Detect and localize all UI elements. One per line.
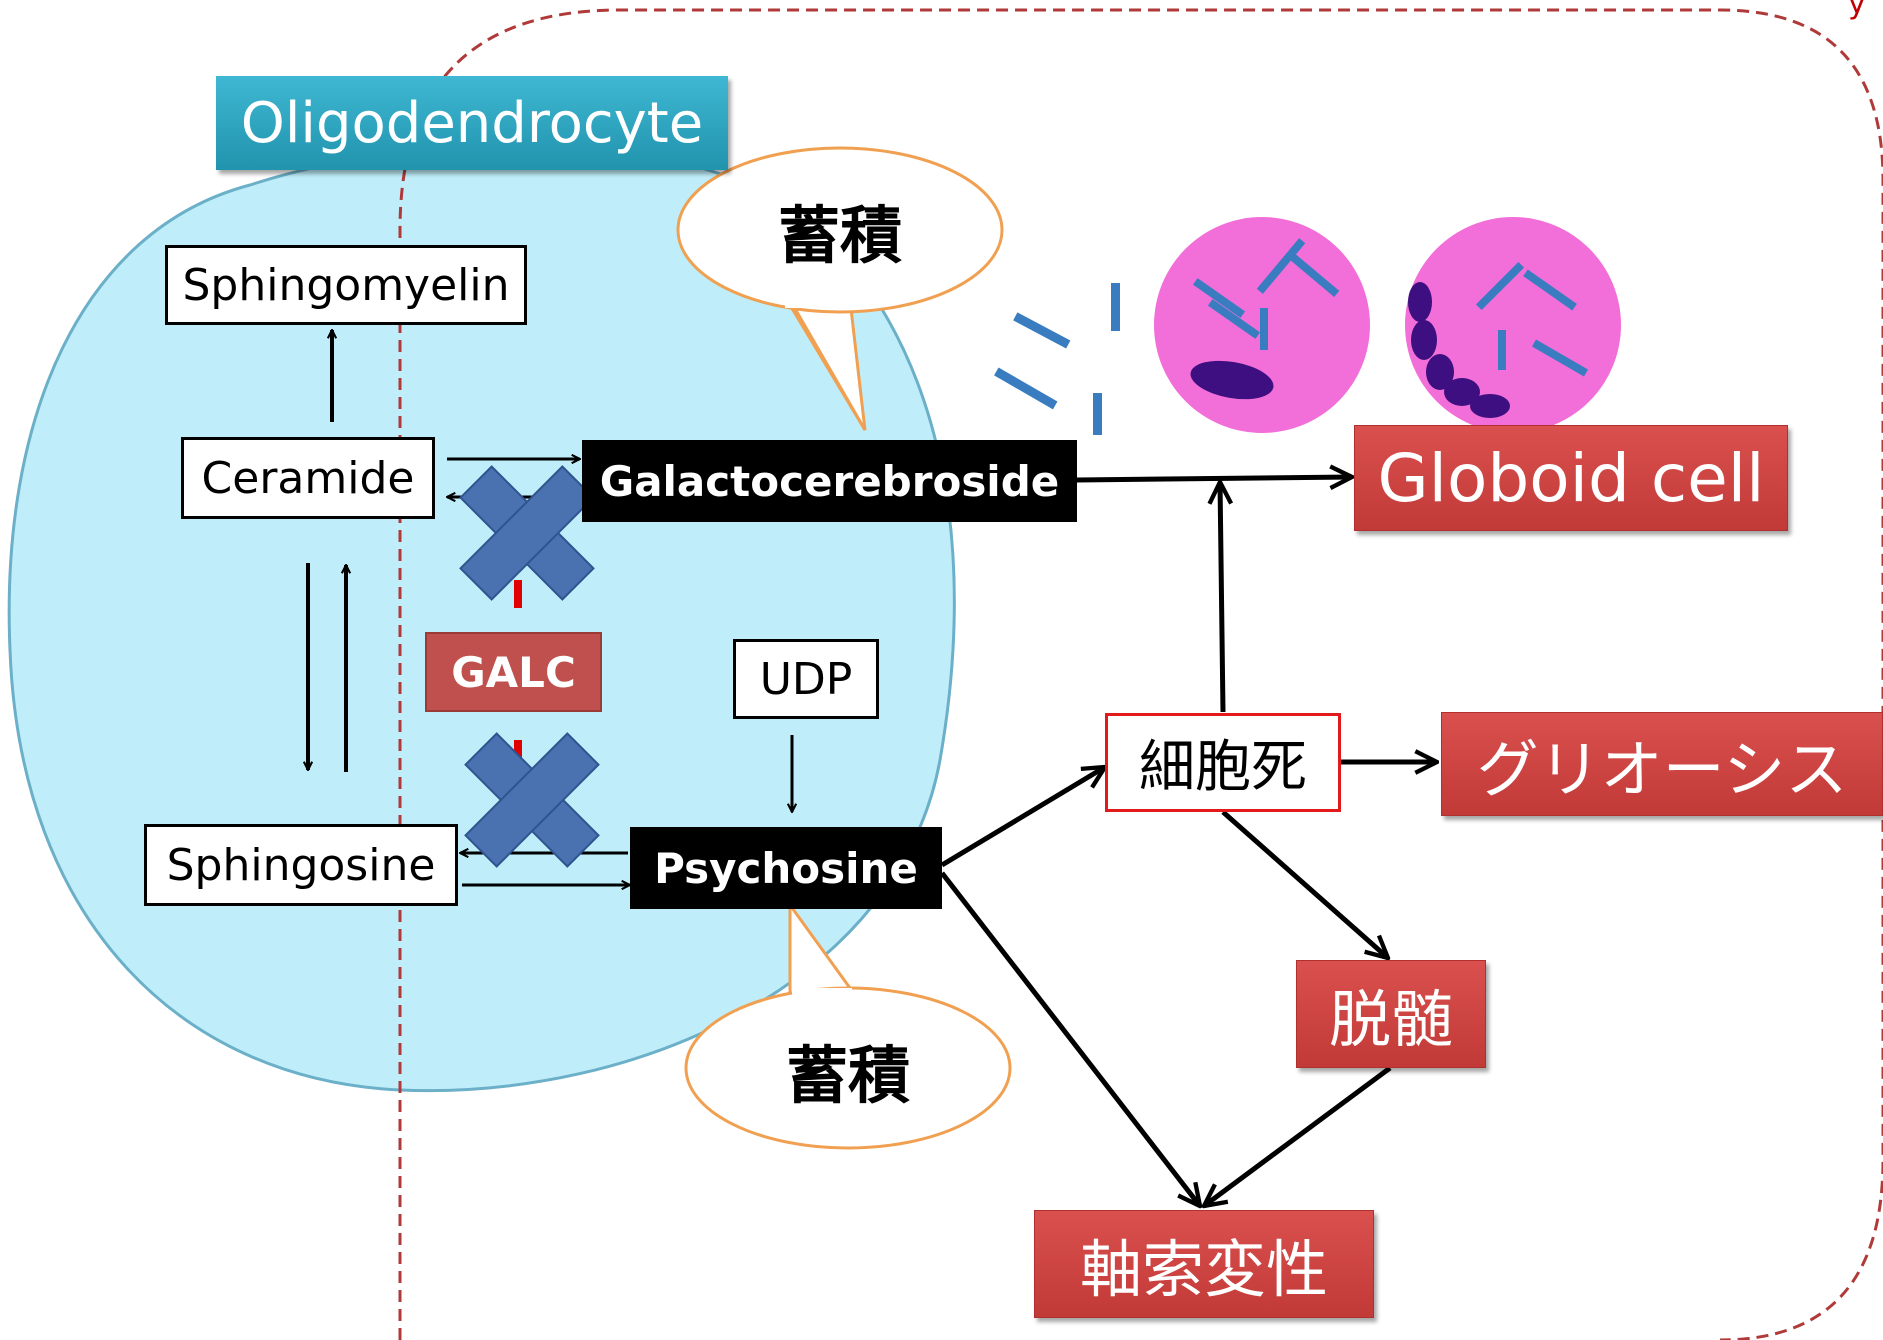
globoid-cell-right-icon (1405, 217, 1621, 433)
outcome-globoid-cell: Globoid cell (1354, 425, 1788, 531)
arrow-cell-death-to-galactocerebroside-path (1220, 482, 1223, 713)
block-cross-bottom-icon (464, 732, 600, 868)
node-psychosine: Psychosine (630, 827, 942, 909)
node-udp: UDP (733, 639, 879, 719)
node-sphingosine: Sphingosine (144, 824, 458, 906)
outcome-demyelination: 脱髄 (1296, 960, 1486, 1068)
node-cell-death: 細胞死 (1105, 713, 1341, 812)
globoid-cell-left-icon (1154, 217, 1370, 433)
accumulation-label-bottom: 蓄積 (785, 1039, 910, 1112)
node-galc: GALC (425, 632, 602, 712)
outcome-gliosis: グリオーシス (1441, 712, 1883, 816)
arrow-demyelination-to-axonal-degeneration (1204, 1065, 1392, 1206)
arrow-psychosine-to-axonal-degeneration (940, 871, 1200, 1206)
speech-bubble-top (676, 146, 1004, 431)
speech-bubble-bottom (684, 900, 1012, 1150)
node-ceramide: Ceramide (181, 437, 435, 519)
node-galactocerebroside: Galactocerebroside (582, 440, 1077, 522)
corner-label: y (1848, 0, 1866, 21)
arrow-cell-death-to-demyelination (1221, 810, 1388, 958)
node-sphingomyelin: Sphingomyelin (165, 245, 527, 325)
cell-title: Oligodendrocyte (216, 76, 728, 170)
arrow-galactocerebroside-to-globoid-cell (1076, 477, 1352, 480)
arrow-psychosine-to-cell-death (940, 767, 1105, 868)
dashed-region-border (398, 8, 1883, 1340)
crystal-inclusions-icon (994, 283, 1120, 435)
outcome-axonal-degeneration: 軸索変性 (1034, 1210, 1374, 1318)
block-cross-top-icon (459, 465, 595, 601)
accumulation-label-top: 蓄積 (777, 199, 902, 272)
